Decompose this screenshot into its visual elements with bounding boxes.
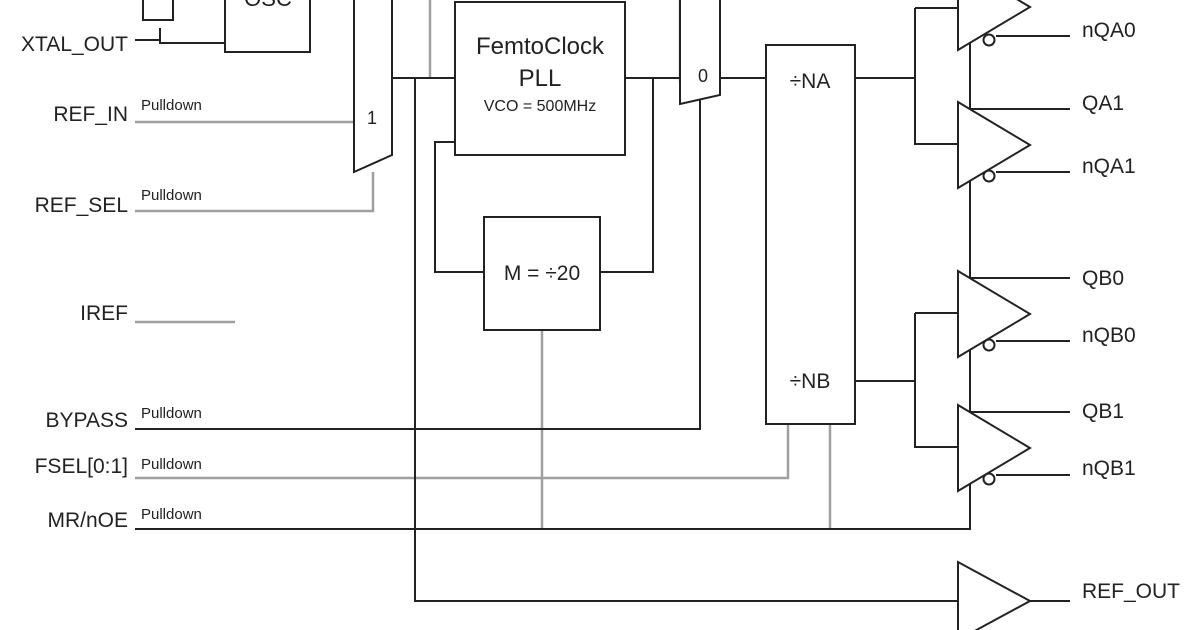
buffer-qb0-triangle [957,269,1032,359]
pll-subtitle: PLL [519,65,562,92]
output-label-ref-out: REF_OUT [1082,580,1180,603]
ref-sel-wire [135,172,375,213]
buffer-qa0 [957,0,1032,52]
pll-title: FemtoClock [476,33,605,60]
fsel-wire [135,424,790,480]
pulldown-ref-in: Pulldown [141,97,202,114]
ref-path-wire [414,78,958,602]
buffer-ref-out [957,560,1033,630]
crystal-symbol [142,0,174,21]
osc-label: OSC [244,0,292,11]
mr-noe-wire [135,480,971,530]
pulldown-fsel: Pulldown [141,456,202,473]
input-label-iref: IREF [80,302,128,325]
signal-wires [135,0,1070,602]
buffer-ref-out-triangle [957,560,1033,630]
pulldown-ref-sel: Pulldown [141,187,202,204]
mux2-input-label: 0 [698,66,708,86]
buffer-qb1-triangle [957,403,1032,493]
output-labels: nQA0 QA1 nQA1 QB0 nQB0 QB1 nQB1 REF_OUT [1082,19,1180,603]
buffer-qa0-triangle [957,0,1032,52]
feedback-left-wire [434,141,484,273]
output-label-qb0: QB0 [1082,267,1124,290]
m-divider-label: M = ÷20 [504,262,580,285]
mux1-input-label: 1 [367,108,377,128]
input-label-mr-noe: MR/nOE [47,509,128,532]
output-label-nqa1: nQA1 [1082,155,1136,178]
na-divider-label: ÷NA [790,70,831,93]
osc-block [224,0,311,53]
osc-out-wire [159,28,225,44]
buffer-qb1 [957,403,1032,493]
bypass-mux [679,0,721,106]
nb-divider-label: ÷NB [790,370,831,393]
buffer-qa0-inversion-bubble [982,33,996,47]
buffer-qb0 [957,269,1032,359]
nb-fanout-wire [914,313,958,448]
feedback-right-wire [600,78,654,273]
bypass-wire [135,100,701,430]
pulldown-bypass: Pulldown [141,405,202,422]
pulldown-mr-noe: Pulldown [141,506,202,523]
pll-block [454,1,626,156]
buffer-qb0-inversion-bubble [982,338,996,352]
buffer-qa1-triangle [957,100,1032,190]
m-divider-block [483,216,601,331]
output-divider-block [765,44,856,425]
output-label-qb1: QB1 [1082,400,1124,423]
input-label-ref-sel: REF_SEL [35,194,128,217]
pll-vco-label: VCO = 500MHz [484,98,596,115]
output-label-nqb1: nQB1 [1082,457,1136,480]
input-label-xtal-out: XTAL_OUT [21,33,128,56]
input-label-ref-in: REF_IN [53,103,128,126]
input-labels: XTAL_OUT REF_IN Pulldown REF_SEL Pulldow… [21,33,202,532]
input-label-fsel: FSEL[0:1] [35,455,128,478]
buffer-qa1-inversion-bubble [982,169,996,183]
input-mux [353,0,393,174]
output-label-nqa0: nQA0 [1082,19,1136,42]
input-label-bypass: BYPASS [46,409,128,432]
output-label-nqb0: nQB0 [1082,324,1136,347]
output-label-qa1: QA1 [1082,92,1124,115]
na-fanout-wire [914,8,958,145]
buffer-qb1-inversion-bubble [982,472,996,486]
buffer-qa1 [957,100,1032,190]
